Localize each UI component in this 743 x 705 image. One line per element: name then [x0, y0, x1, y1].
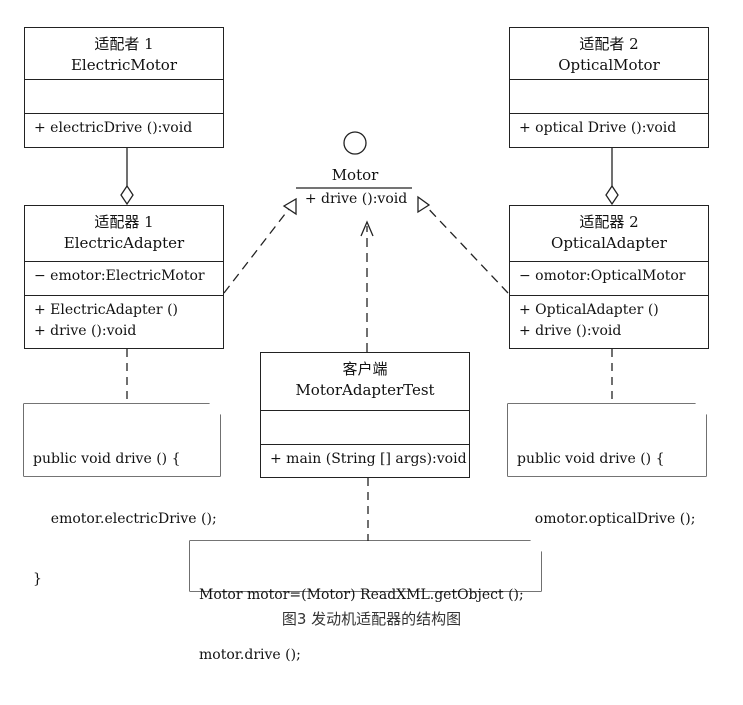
class-operation: + OpticalAdapter () [519, 302, 659, 318]
class-operations: + electricDrive ():void [25, 113, 223, 143]
class-header: 客户端 MotorAdapterTest [261, 353, 469, 410]
dependency-arrow-client [360, 220, 374, 237]
class-name: MotorAdapterTest [295, 381, 435, 399]
class-electric-adapter: 适配器 1 ElectricAdapter − emotor:ElectricM… [24, 205, 224, 349]
realization-arrow-optical [417, 195, 431, 214]
class-role: 适配器 2 [579, 213, 639, 231]
class-name: OpticalAdapter [551, 234, 667, 252]
class-operation: + electricDrive ():void [34, 120, 193, 136]
class-header: 适配器 1 ElectricAdapter [25, 206, 223, 261]
class-operation: + optical Drive ():void [519, 120, 677, 136]
class-operations: + optical Drive ():void [510, 113, 708, 143]
adapter-structure-diagram: 适配者 1 ElectricMotor + electricDrive ():v… [23, 27, 709, 663]
note-text: public void drive () { omotor.opticalDri… [517, 409, 695, 629]
class-attributes [25, 79, 223, 113]
class-header: 适配者 2 OpticalMotor [510, 28, 708, 79]
aggregation-diamond-optical [605, 184, 619, 206]
class-role: 适配者 2 [579, 35, 639, 53]
note-line: public void drive () { [33, 451, 181, 467]
interface-circle [343, 131, 367, 155]
class-operations: + main (String [] args):void [261, 444, 469, 474]
class-header: 适配器 2 OpticalAdapter [510, 206, 708, 261]
note-optical-drive: public void drive () { omotor.opticalDri… [508, 404, 706, 587]
note-text: public void drive () { emotor.electricDr… [33, 409, 217, 629]
class-role: 客户端 [342, 360, 388, 378]
note-line: emotor.electricDrive (); [33, 511, 217, 527]
realization-line-optical [422, 202, 509, 294]
interface-operation: + drive ():void [304, 191, 408, 207]
class-operations: + ElectricAdapter () + drive ():void [25, 295, 223, 346]
class-name: OpticalMotor [558, 56, 660, 74]
note-client-main: Motor motor=(Motor) ReadXML.getObject ()… [190, 541, 541, 663]
class-name: ElectricMotor [70, 56, 178, 74]
note-line: } [517, 569, 695, 589]
interface-name: Motor [331, 166, 379, 184]
class-attribute: − omotor:OpticalMotor [519, 268, 686, 284]
class-client: 客户端 MotorAdapterTest + main (String [] a… [260, 352, 470, 478]
class-attributes [261, 410, 469, 444]
figure-caption: 图3 发动机适配器的结构图 [281, 610, 462, 628]
class-operation: + main (String [] args):void [270, 451, 467, 467]
class-attributes [510, 79, 708, 113]
realization-line-electric [223, 204, 293, 294]
note-line: motor.drive (); [199, 647, 301, 663]
class-attribute: − emotor:ElectricMotor [34, 268, 205, 284]
realization-arrow-electric [282, 197, 297, 216]
class-operation: + drive ():void [34, 323, 137, 339]
note-line: } [33, 571, 42, 587]
note-electric-drive: public void drive () { emotor.electricDr… [24, 404, 220, 587]
class-header: 适配者 1 ElectricMotor [25, 28, 223, 79]
note-line: omotor.opticalDrive (); [517, 511, 696, 527]
class-operation: + ElectricAdapter () [34, 302, 178, 318]
class-operation: + drive ():void [519, 323, 622, 339]
class-role: 适配器 1 [94, 213, 154, 231]
class-electric-motor: 适配者 1 ElectricMotor + electricDrive ():v… [24, 27, 224, 148]
class-optical-motor: 适配者 2 OpticalMotor + optical Drive ():vo… [509, 27, 709, 148]
class-optical-adapter: 适配器 2 OpticalAdapter − omotor:OpticalMot… [509, 205, 709, 349]
class-attributes: − emotor:ElectricMotor [25, 261, 223, 295]
class-operations: + OpticalAdapter () + drive ():void [510, 295, 708, 346]
note-line: Motor motor=(Motor) ReadXML.getObject ()… [199, 587, 524, 603]
class-attributes: − omotor:OpticalMotor [510, 261, 708, 295]
class-role: 适配者 1 [94, 35, 154, 53]
class-name: ElectricAdapter [63, 234, 185, 252]
aggregation-diamond-electric [120, 184, 134, 206]
note-line: public void drive () { [517, 451, 665, 467]
